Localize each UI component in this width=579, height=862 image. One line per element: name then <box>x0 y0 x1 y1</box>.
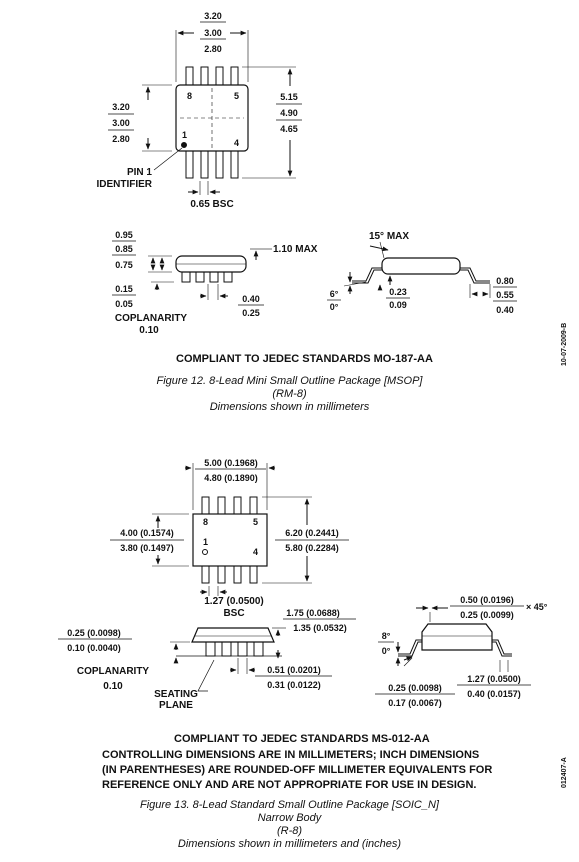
msop-side-labels: 0.95 0.85 0.75 1.10 MAX 0.15 0.05 COPLAN… <box>112 230 318 336</box>
soic-foot-max: 1.27 (0.0500) <box>467 674 521 684</box>
soic-note-line1: CONTROLLING DIMENSIONS ARE IN MILLIMETER… <box>102 749 480 761</box>
soic-coplanarity-value: 0.10 <box>103 681 123 692</box>
soic-lead-width-min: 0.31 (0.0122) <box>267 680 321 690</box>
soic-body-width-min: 3.80 (0.1497) <box>120 543 174 553</box>
msop-height-min: 2.80 <box>112 134 130 144</box>
soic-notes: CONTROLLING DIMENSIONS ARE IN MILLIMETER… <box>102 748 492 793</box>
soic-standoff-min: 0.10 (0.0040) <box>67 643 121 653</box>
msop-pin1-id-line2: IDENTIFIER <box>96 179 152 190</box>
msop-foot-nom: 0.55 <box>496 290 514 300</box>
msop-standoff-max: 0.15 <box>115 284 133 294</box>
soic-pitch-bsc: BSC <box>223 608 244 619</box>
soic-pin8-label: 8 <box>203 517 208 527</box>
msop-fig-sub: (RM-8) <box>272 388 307 400</box>
soic-lead-thick-min: 0.17 (0.0067) <box>388 698 442 708</box>
soic-fig-sub2: (R-8) <box>276 825 303 837</box>
msop-height-max: 3.20 <box>112 102 130 112</box>
soic-chamfer-min: 0.25 (0.0099) <box>460 610 514 620</box>
soic-pin5-label: 5 <box>253 517 258 527</box>
msop-overall-min: 4.65 <box>280 124 298 134</box>
soic-chamfer-max: 0.50 (0.0196) <box>460 595 514 605</box>
soic-side-view <box>170 627 286 692</box>
soic-seating-line1: SEATING <box>154 689 198 700</box>
msop-date-code: 10-07-2009-B <box>561 323 568 366</box>
msop-height-nom: 3.00 <box>112 118 130 128</box>
msop-body-min: 0.75 <box>115 260 133 270</box>
msop-standoff-min: 0.05 <box>115 299 133 309</box>
msop-body-nom: 0.85 <box>115 244 133 254</box>
soic-note-line3: REFERENCE ONLY AND ARE NOT APPROPRIATE F… <box>102 779 477 791</box>
msop-top-view <box>142 30 296 195</box>
msop-pin1-id-line1: PIN 1 <box>127 167 152 178</box>
soic-compliant: COMPLIANT TO JEDEC STANDARDS MS-012-AA <box>174 733 430 745</box>
soic-max-height-max: 1.75 (0.0688) <box>286 608 340 618</box>
msop-width-nom: 3.00 <box>204 28 222 38</box>
msop-side-view <box>148 248 272 300</box>
msop-foot-min: 0.40 <box>496 305 514 315</box>
soic-lead-width-max: 0.51 (0.0201) <box>267 665 321 675</box>
soic-coplanarity: COPLANARITY <box>77 666 150 677</box>
msop-pin5-label: 5 <box>234 91 239 101</box>
msop-max-height: 1.10 MAX <box>273 244 318 255</box>
soic-note-line2: (IN PARENTHESES) ARE ROUNDED-OFF MILLIME… <box>102 764 493 776</box>
msop-body-max: 0.95 <box>115 230 133 240</box>
soic-overall-max: 6.20 (0.2441) <box>285 528 339 538</box>
soic-side-labels: 1.75 (0.0688) 1.35 (0.0532) 0.25 (0.0098… <box>58 608 356 711</box>
soic-seating-line2: PLANE <box>159 700 193 711</box>
soic-caption: Figure 13. 8-Lead Standard Small Outline… <box>0 799 579 851</box>
soic-max-height-min: 1.35 (0.0532) <box>293 623 347 633</box>
soic-standoff-max: 0.25 (0.0098) <box>67 628 121 638</box>
msop-fig-title: Figure 12. 8-Lead Mini Small Outline Pac… <box>156 375 423 387</box>
soic-top-view <box>152 463 312 596</box>
msop-compliant: COMPLIANT TO JEDEC STANDARDS MO-187-AA <box>176 353 433 365</box>
soic-foot-min: 0.40 (0.0157) <box>467 689 521 699</box>
msop-angle-min-val: 0° <box>330 302 339 312</box>
soic-end-view <box>395 605 512 672</box>
soic-body-width-max: 4.00 (0.1574) <box>120 528 174 538</box>
soic-fig-dims: Dimensions shown in millimeters and (inc… <box>177 838 402 850</box>
soic-date-code: 012407-A <box>561 757 568 788</box>
soic-pin4-label: 4 <box>253 547 258 557</box>
msop-overall-nom: 4.90 <box>280 108 298 118</box>
msop-end-view <box>343 241 491 298</box>
msop-lead-thick-min: 0.09 <box>389 300 407 310</box>
soic-width-max: 5.00 (0.1968) <box>204 458 258 468</box>
soic-width-min: 4.80 (0.1890) <box>204 473 258 483</box>
soic-overall-min: 5.80 (0.2284) <box>285 543 339 553</box>
msop-overall-max: 5.15 <box>280 92 298 102</box>
msop-fig-dims: Dimensions shown in millimeters <box>209 401 370 413</box>
soic-angle-min: 0° <box>382 646 391 656</box>
msop-pin8-label: 8 <box>187 91 192 101</box>
msop-lead-thick-max: 0.23 <box>389 287 407 297</box>
soic-pitch-label: 1.27 (0.0500) <box>204 596 264 607</box>
msop-foot-max: 0.80 <box>496 276 514 286</box>
soic-end-labels: 0.50 (0.0196) 0.25 (0.0099) × 45° 8° 0° … <box>375 595 548 708</box>
msop-caption: Figure 12. 8-Lead Mini Small Outline Pac… <box>0 375 579 414</box>
msop-pitch-label: 0.65 BSC <box>190 199 233 210</box>
msop-angle-max-val: 6° <box>330 289 339 299</box>
msop-coplanarity: COPLANARITY <box>115 313 188 324</box>
soic-pin1-label: 1 <box>203 537 208 547</box>
msop-pin4-label: 4 <box>234 138 239 148</box>
msop-width-min: 2.80 <box>204 44 222 54</box>
msop-angle-max: 15° MAX <box>369 231 409 242</box>
msop-end-labels: 15° MAX 6° 0° 0.23 0.09 0.80 0.55 0.40 <box>327 231 517 315</box>
soic-top-labels: 5.00 (0.1968) 4.80 (0.1890) 4.00 (0.1574… <box>110 458 349 619</box>
soic-fig-title: Figure 13. 8-Lead Standard Small Outline… <box>140 799 439 811</box>
soic-chamfer-angle: × 45° <box>526 602 548 612</box>
msop-width-max: 3.20 <box>204 11 222 21</box>
msop-lead-width-max: 0.40 <box>242 294 260 304</box>
soic-fig-sub1: Narrow Body <box>257 812 322 824</box>
msop-top-labels: 3.20 3.00 2.80 3.20 3.00 2.80 5.15 4.90 … <box>96 11 302 210</box>
soic-angle-max: 8° <box>382 631 391 641</box>
msop-lead-width-min: 0.25 <box>242 308 260 318</box>
soic-lead-thick-max: 0.25 (0.0098) <box>388 683 442 693</box>
msop-pin1-label: 1 <box>182 130 187 140</box>
msop-coplanarity-value: 0.10 <box>139 325 159 336</box>
